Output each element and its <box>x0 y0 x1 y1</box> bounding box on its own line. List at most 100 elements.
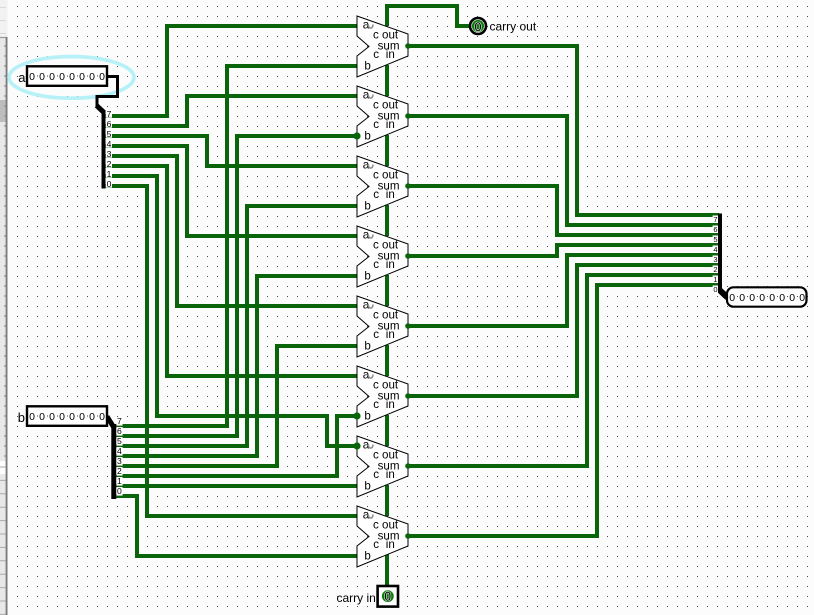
svg-text:0: 0 <box>729 292 735 304</box>
svg-text:0: 0 <box>49 411 55 423</box>
svg-text:0: 0 <box>713 285 717 294</box>
svg-text:sum: sum <box>378 529 400 542</box>
svg-text:c out: c out <box>373 379 399 392</box>
svg-text:0: 0 <box>69 411 75 423</box>
svg-text:c out: c out <box>373 239 399 252</box>
svg-text:c out: c out <box>373 99 399 112</box>
svg-text:0: 0 <box>29 71 35 83</box>
svg-text:6: 6 <box>117 426 122 436</box>
svg-text:b: b <box>364 59 370 72</box>
svg-text:b: b <box>364 129 370 142</box>
svg-text:in: in <box>386 468 395 481</box>
svg-text:a: a <box>363 508 370 521</box>
svg-text:in: in <box>386 398 395 411</box>
svg-text:0: 0 <box>59 71 65 83</box>
svg-text:0: 0 <box>39 411 45 423</box>
svg-text:7: 7 <box>107 109 112 119</box>
svg-text:1: 1 <box>107 169 112 179</box>
svg-text:0: 0 <box>49 71 55 83</box>
svg-text:in: in <box>386 258 395 271</box>
svg-text:c: c <box>373 328 379 341</box>
svg-text:0: 0 <box>79 411 85 423</box>
svg-text:0: 0 <box>89 411 95 423</box>
svg-text:b: b <box>364 199 370 212</box>
svg-text:2: 2 <box>713 265 717 274</box>
svg-text:c: c <box>373 118 379 131</box>
svg-text:a: a <box>363 298 370 311</box>
svg-text:6: 6 <box>107 119 112 129</box>
svg-text:in: in <box>386 48 395 61</box>
svg-text:0: 0 <box>79 71 85 83</box>
svg-text:b: b <box>364 409 370 422</box>
svg-text:0: 0 <box>779 292 785 304</box>
svg-text:6: 6 <box>713 225 717 234</box>
svg-text:c out: c out <box>373 449 399 462</box>
svg-text:0: 0 <box>107 179 112 189</box>
svg-text:0: 0 <box>789 292 795 304</box>
svg-text:sum: sum <box>378 319 400 332</box>
svg-text:a: a <box>363 18 370 31</box>
svg-text:7: 7 <box>713 215 717 224</box>
svg-text:0: 0 <box>749 292 755 304</box>
svg-text:sum: sum <box>378 459 400 472</box>
svg-text:b: b <box>364 269 370 282</box>
svg-text:a: a <box>363 228 370 241</box>
svg-text:0: 0 <box>39 71 45 83</box>
svg-text:0: 0 <box>99 71 105 83</box>
svg-text:c: c <box>373 398 379 411</box>
svg-text:in: in <box>386 118 395 131</box>
svg-text:c: c <box>373 188 379 201</box>
svg-text:a: a <box>363 368 370 381</box>
svg-text:0: 0 <box>769 292 775 304</box>
svg-text:4: 4 <box>117 446 122 456</box>
svg-text:7: 7 <box>117 416 122 426</box>
svg-text:a: a <box>363 88 370 101</box>
svg-text:0: 0 <box>99 411 105 423</box>
svg-text:0: 0 <box>799 292 805 304</box>
svg-text:sum: sum <box>378 249 400 262</box>
svg-text:5: 5 <box>713 235 717 244</box>
svg-text:c out: c out <box>373 309 399 322</box>
svg-text:0: 0 <box>29 411 35 423</box>
svg-text:b: b <box>18 410 25 425</box>
svg-text:5: 5 <box>107 129 112 139</box>
svg-text:sum: sum <box>378 109 400 122</box>
svg-text:c: c <box>373 538 379 551</box>
svg-text:b: b <box>364 549 370 562</box>
svg-text:a: a <box>363 158 370 171</box>
svg-text:in: in <box>386 188 395 201</box>
svg-text:c out: c out <box>373 519 399 532</box>
svg-text:3: 3 <box>107 149 112 159</box>
svg-text:0: 0 <box>117 486 122 496</box>
svg-text:b: b <box>364 339 370 352</box>
svg-text:5: 5 <box>117 436 122 446</box>
svg-text:4: 4 <box>713 245 717 254</box>
svg-text:c out: c out <box>373 29 399 42</box>
svg-text:c: c <box>373 468 379 481</box>
svg-text:3: 3 <box>117 456 122 466</box>
svg-text:4: 4 <box>107 139 112 149</box>
svg-text:c: c <box>373 258 379 271</box>
svg-text:0: 0 <box>59 411 65 423</box>
svg-text:sum: sum <box>378 39 400 52</box>
svg-text:carry in: carry in <box>337 591 376 605</box>
svg-text:carry out: carry out <box>490 19 537 33</box>
svg-text:c out: c out <box>373 169 399 182</box>
svg-text:b: b <box>364 479 370 492</box>
svg-text:0: 0 <box>89 71 95 83</box>
svg-text:1: 1 <box>117 476 122 486</box>
svg-text:c: c <box>373 48 379 61</box>
svg-text:0: 0 <box>759 292 765 304</box>
svg-text:0: 0 <box>384 589 392 604</box>
svg-text:2: 2 <box>107 159 112 169</box>
svg-text:3: 3 <box>713 255 717 264</box>
svg-text:0: 0 <box>739 292 745 304</box>
svg-text:1: 1 <box>713 275 717 284</box>
svg-text:sum: sum <box>378 389 400 402</box>
svg-text:in: in <box>386 328 395 341</box>
svg-text:0: 0 <box>69 71 75 83</box>
svg-text:in: in <box>386 538 395 551</box>
svg-text:sum: sum <box>378 179 400 192</box>
svg-text:a: a <box>18 70 26 85</box>
svg-text:0: 0 <box>474 18 482 34</box>
